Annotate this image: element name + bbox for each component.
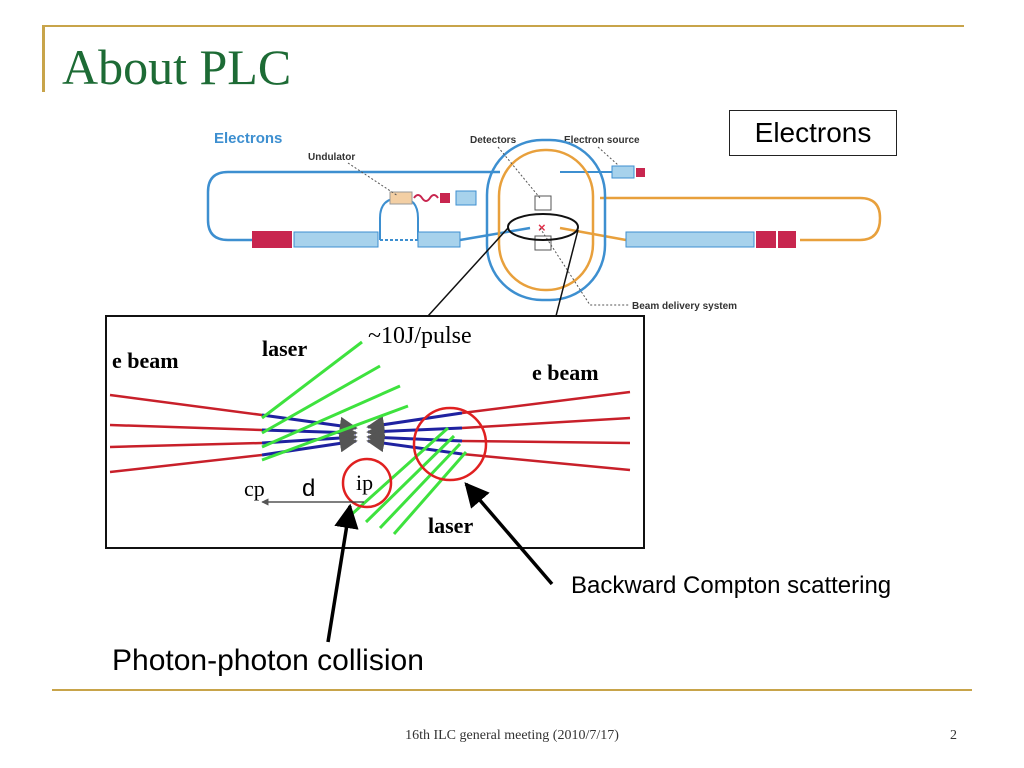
magnet-block [252, 231, 272, 248]
linac-segment [293, 231, 379, 248]
zoom-ellipse [507, 213, 579, 241]
magnet-block [756, 231, 776, 248]
schematic-electrons-label: Electrons [214, 130, 282, 147]
electron-return-loop [206, 170, 500, 242]
source-magnet [636, 168, 645, 177]
undulator-magnet [440, 193, 450, 203]
ip-circle [341, 457, 393, 509]
linac-segment [417, 231, 461, 248]
undulator-wave [413, 194, 439, 202]
undulator-box [389, 191, 413, 205]
detector-box [534, 235, 552, 251]
electrons-callout-box: Electrons [729, 110, 897, 156]
undulator-linac [455, 190, 477, 206]
collision-mark: × [538, 220, 546, 235]
accelerator-schematic: Electrons Undulator Detectors Electron s… [206, 130, 882, 312]
laser-bottom-label: laser [428, 513, 473, 538]
footer-divider [52, 689, 972, 691]
d-label: d [302, 475, 315, 502]
e-beam-right-label: e beam [532, 360, 599, 385]
beam-lines-right [461, 390, 631, 472]
ip-label: ip [356, 470, 373, 495]
detector-box [534, 195, 552, 211]
frame-accent-line [42, 26, 45, 92]
e-beam-left-label: e beam [112, 348, 179, 373]
electron-source-label: Electron source [564, 135, 640, 146]
beam-lines-left [109, 393, 263, 474]
detectors-leader [497, 146, 541, 199]
photon-photon-caption: Photon-photon collision [112, 644, 424, 677]
compton-circle [412, 406, 488, 482]
undulator-leader [347, 162, 399, 197]
frame-top-line [42, 25, 964, 27]
undulator-label: Undulator [308, 152, 355, 163]
zoom-connector-left [427, 227, 509, 317]
magnet-block [778, 231, 796, 248]
source-leader [597, 146, 619, 166]
beam-delivery-ring-outer [485, 138, 607, 302]
source-box [611, 165, 635, 179]
photon-callout-arrow [326, 503, 359, 643]
detectors-label: Detectors [470, 135, 517, 146]
positron-return-loop [600, 196, 882, 242]
beam-delivery-label: Beam delivery system [632, 301, 737, 312]
footer-meeting-text: 16th ILC general meeting (2010/7/17) [405, 728, 619, 743]
laser-lines-bottom [350, 426, 468, 535]
backward-compton-caption: Backward Compton scattering [571, 572, 892, 599]
electron-feed-line [459, 226, 531, 242]
laser-top-label: laser [262, 336, 307, 361]
collision-inset: e beam e beam laser laser ~10J/pulse cp … [105, 315, 645, 549]
cp-label: cp [244, 476, 265, 501]
magnet-block [272, 231, 292, 248]
slide-title: About PLC [62, 39, 292, 95]
beam-delivery-ring-inner [497, 148, 595, 292]
page-number: 2 [950, 728, 957, 743]
linac-segment [625, 231, 755, 248]
compton-callout-arrow [464, 482, 554, 586]
pulse-energy-label: ~10J/pulse [368, 323, 472, 349]
laser-lines-top [261, 340, 409, 462]
zoom-connector-right [555, 229, 579, 317]
